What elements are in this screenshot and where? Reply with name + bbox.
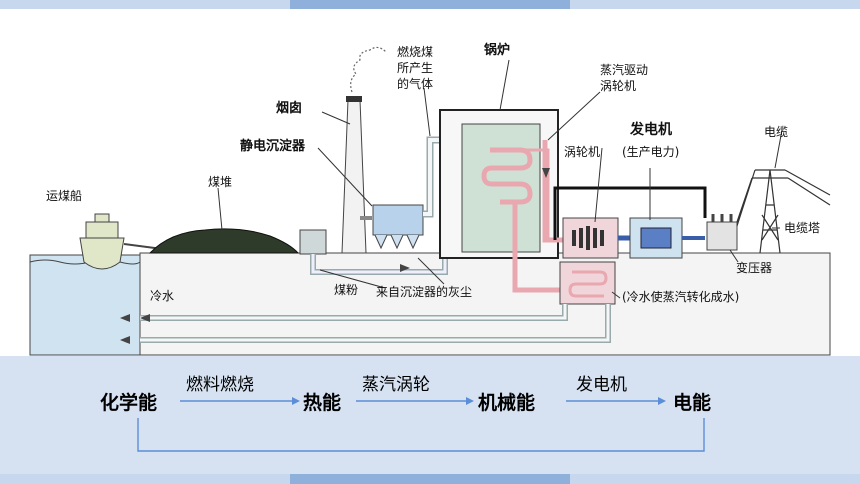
label-chimney: 烟囱 xyxy=(276,101,303,116)
label-boiler: 锅炉 xyxy=(484,43,511,58)
label-generator-sub: (生产电力) xyxy=(622,145,680,159)
condenser-coil xyxy=(568,270,608,298)
boiler-core xyxy=(461,123,541,253)
label-coal-ship: 运煤船 xyxy=(46,189,83,203)
cable-tower-drawing xyxy=(736,169,831,254)
label-turbine: 涡轮机 xyxy=(564,145,601,159)
sea-water xyxy=(29,254,141,356)
label-coal-gas-2: 所产生 xyxy=(397,61,434,75)
bottom-decorative-bar xyxy=(0,474,860,484)
transformer-drawing xyxy=(706,214,738,251)
flow-step-generator: 发电机 xyxy=(576,375,627,395)
label-steam-drive-2: 涡轮机 xyxy=(600,79,637,93)
turbine-rotor xyxy=(572,226,604,250)
generator-core xyxy=(640,227,672,249)
label-coal-gas-3: 的气体 xyxy=(397,77,434,91)
chimney-drawing xyxy=(341,46,387,254)
precipitator-drawing xyxy=(360,204,424,250)
label-coal-gas-1: 燃烧煤 xyxy=(397,45,434,59)
top-decorative-bar xyxy=(0,0,860,9)
coal-hopper xyxy=(299,229,327,255)
label-coal-pile: 煤堆 xyxy=(208,175,233,189)
flow-chemical-energy: 化学能 xyxy=(100,392,158,414)
label-ash: 来自沉淀器的灰尘 xyxy=(376,285,473,299)
label-coal-powder: 煤粉 xyxy=(334,283,359,297)
energy-flow-panel xyxy=(0,356,860,474)
label-generator: 发电机 xyxy=(630,122,672,138)
label-cold-water: 冷水 xyxy=(150,289,175,303)
label-cable-tower: 电缆塔 xyxy=(784,221,821,235)
flow-electric-energy: 电能 xyxy=(673,392,712,414)
flow-step-combustion: 燃料燃烧 xyxy=(186,375,254,395)
coal-pile-drawing xyxy=(148,228,300,254)
flow-thermal-energy: 热能 xyxy=(303,392,342,414)
label-precipitator: 静电沉淀器 xyxy=(240,139,306,154)
coal-ship-drawing xyxy=(79,213,171,270)
power-plant-illustration xyxy=(29,46,831,356)
label-steam-drive-1: 蒸汽驱动 xyxy=(600,63,649,77)
flow-mechanical-energy: 机械能 xyxy=(478,392,536,414)
label-cable: 电缆 xyxy=(764,125,789,139)
flow-step-steam-turbine: 蒸汽涡轮 xyxy=(362,375,430,395)
label-condense: (冷水使蒸汽转化成水) xyxy=(622,290,740,304)
label-transformer: 变压器 xyxy=(736,261,773,275)
